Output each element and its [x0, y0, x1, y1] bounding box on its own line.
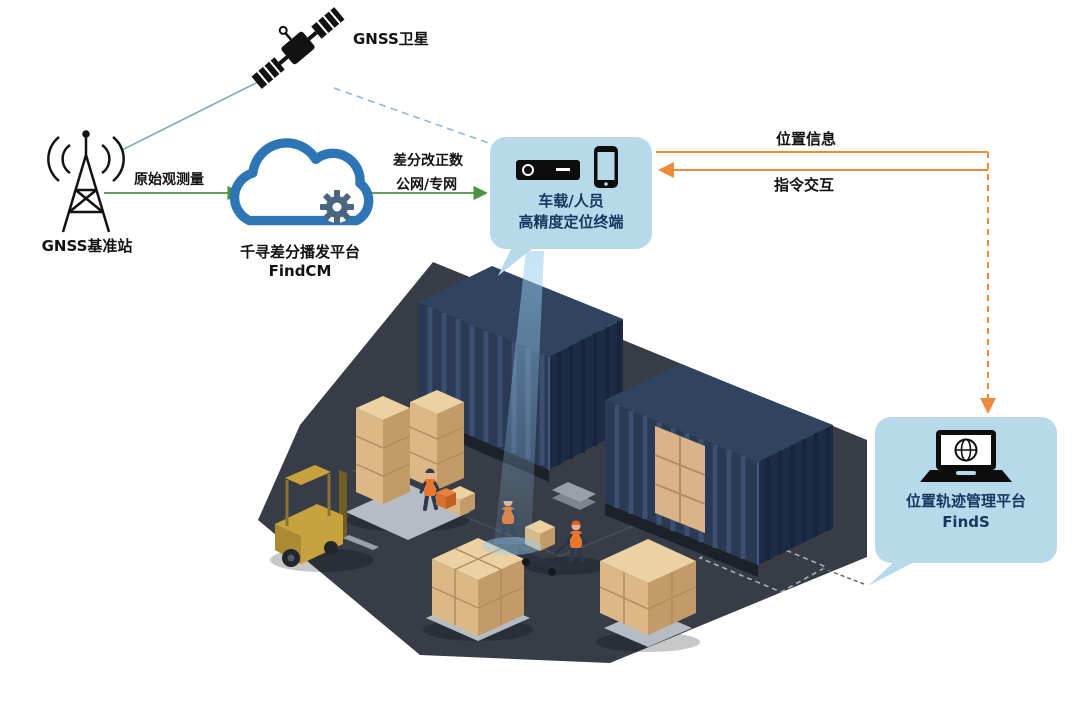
- finds-bubble: 位置轨迹管理平台 FindS: [875, 417, 1057, 563]
- box-stack-middle: [426, 538, 530, 641]
- satellite-label: GNSS卫星: [353, 30, 429, 48]
- terminal-bubble-tail: [498, 247, 534, 276]
- finds-device-icon: [875, 429, 1057, 491]
- box-stack-right: [599, 539, 697, 647]
- gear-icon: [320, 190, 354, 224]
- positioning-beam: [482, 251, 544, 555]
- forklift: [275, 465, 379, 567]
- cloud-platform-name: 千寻差分播发平台: [239, 243, 360, 261]
- worker-1: [419, 468, 441, 511]
- satellite-icon: [251, 7, 345, 89]
- raw-observation-label: 原始观测量: [134, 172, 204, 188]
- laptop-globe-icon: [920, 430, 1012, 482]
- shipping-container-2: [605, 364, 833, 577]
- receiver-and-phone-icon: [516, 146, 618, 188]
- terminal-device-icons: [490, 143, 652, 191]
- pallet-stack: [552, 482, 596, 510]
- terminal-label-line1: 车载/人员: [538, 192, 604, 210]
- command-interaction-label: 指令交互: [774, 176, 835, 194]
- finds-label-line2: FindS: [942, 513, 990, 531]
- finds-dashed-connector: [821, 567, 865, 585]
- cloud-icon: [229, 138, 374, 226]
- link-satellite-to-base: [121, 79, 263, 151]
- worker-3: [564, 520, 587, 563]
- terminal-label-line2: 高精度定位终端: [518, 213, 624, 231]
- base-station-label: GNSS基准站: [41, 237, 133, 255]
- box-stack-left: [346, 390, 470, 540]
- link-satellite-to-terminal-dashed: [333, 87, 498, 147]
- orange-box: [436, 488, 456, 509]
- cloud-platform-label: 千寻差分播发平台 FindCM: [222, 243, 378, 281]
- warehouse-scene: [258, 262, 867, 663]
- terminal-bubble: 车载/人员 高精度定位终端: [490, 137, 652, 249]
- position-info-label: 位置信息: [776, 130, 837, 148]
- network-label: 公网/专网: [396, 177, 458, 193]
- finds-label-line1: 位置轨迹管理平台: [905, 492, 1026, 510]
- cloud-platform-product: FindCM: [268, 261, 332, 280]
- diff-correction-label: 差分改正数: [393, 153, 463, 169]
- finds-bubble-tail: [868, 558, 922, 586]
- base-station-icon: [47, 130, 125, 233]
